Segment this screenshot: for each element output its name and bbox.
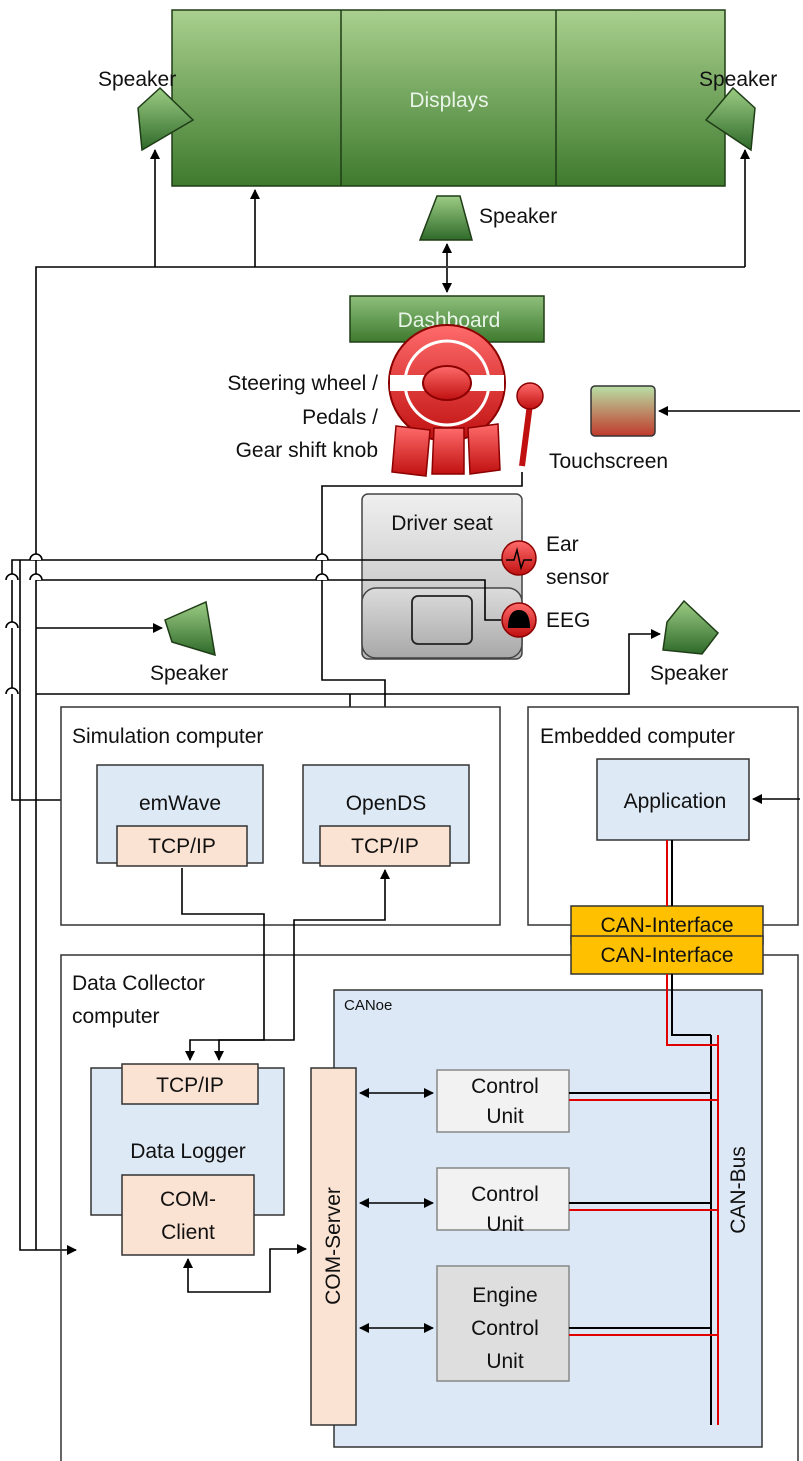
com-client-label-line1: COM- bbox=[160, 1188, 216, 1211]
engine-control-unit-label-line1: Engine bbox=[472, 1284, 537, 1307]
dashboard-label: Dashboard bbox=[398, 309, 501, 332]
ear-sensor-label-line1: Ear bbox=[546, 533, 579, 556]
emwave-label: emWave bbox=[139, 792, 221, 815]
can-bus-label: CAN-Bus bbox=[727, 1146, 750, 1234]
pedals-icon bbox=[391, 423, 501, 477]
collector-can-interface-label: CAN-Interface bbox=[600, 944, 733, 967]
speaker-middle-left-icon bbox=[164, 600, 216, 657]
controls-label-line3: Gear shift knob bbox=[236, 439, 378, 462]
com-client-box bbox=[121, 1174, 255, 1256]
touchscreen-icon bbox=[590, 385, 656, 437]
speaker-top-left-icon bbox=[137, 86, 195, 152]
control-unit-2-label-line2: Unit bbox=[486, 1213, 524, 1236]
displays-panel: Displays bbox=[171, 9, 726, 187]
canoe-label: CANoe bbox=[344, 997, 392, 1014]
data-collector-title-line2: computer bbox=[72, 1005, 160, 1028]
emwave-tcp-box bbox=[116, 825, 248, 867]
steering-wheel-icon bbox=[388, 324, 506, 442]
engine-control-unit-label-line3: Unit bbox=[486, 1350, 524, 1373]
engine-control-unit-box bbox=[436, 1265, 570, 1382]
speaker-top-left-label: Speaker bbox=[98, 68, 176, 91]
speaker-top-right-label: Speaker bbox=[699, 68, 777, 91]
touchscreen-label: Touchscreen bbox=[549, 450, 668, 473]
embedded-computer-title: Embedded computer bbox=[540, 725, 735, 748]
ear-sensor-icon bbox=[501, 540, 537, 576]
speaker-middle-right-icon bbox=[662, 599, 720, 655]
controls-label-line1: Steering wheel / bbox=[227, 372, 378, 395]
com-server-box bbox=[310, 1067, 357, 1426]
control-unit-2-box bbox=[436, 1167, 570, 1231]
speaker-top-right-icon bbox=[704, 86, 756, 152]
displays-label: Displays bbox=[409, 89, 488, 112]
speaker-middle-left-label: Speaker bbox=[150, 662, 228, 685]
data-collector-title-line1: Data Collector bbox=[72, 972, 205, 995]
speaker-center-label: Speaker bbox=[479, 205, 557, 228]
data-collector-box bbox=[60, 954, 799, 1461]
driver-seat-label: Driver seat bbox=[391, 512, 493, 535]
speaker-center-icon bbox=[418, 195, 473, 241]
opends-tcp-box bbox=[319, 825, 451, 867]
com-client-label-line2: Client bbox=[161, 1221, 215, 1244]
opends-label: OpenDS bbox=[346, 792, 427, 815]
application-box bbox=[596, 758, 750, 841]
data-logger-tcp-box bbox=[121, 1063, 259, 1105]
speaker-middle-right-label: Speaker bbox=[650, 662, 728, 685]
gear-shift-knob-icon bbox=[516, 382, 544, 467]
embedded-can-interface-label: CAN-Interface bbox=[600, 914, 733, 937]
application-label: Application bbox=[624, 790, 727, 813]
controls-label-line2: Pedals / bbox=[302, 406, 378, 429]
control-unit-1-label-line1: Control bbox=[471, 1075, 539, 1098]
engine-control-unit-label-line2: Control bbox=[471, 1317, 539, 1340]
eeg-icon bbox=[501, 602, 537, 638]
emwave-tcp-label: TCP/IP bbox=[148, 835, 216, 858]
com-server-label: COM-Server bbox=[322, 1187, 345, 1305]
simulation-computer-title: Simulation computer bbox=[72, 725, 263, 748]
data-logger-tcp-label: TCP/IP bbox=[156, 1074, 224, 1097]
eeg-label: EEG bbox=[546, 609, 590, 632]
driver-seat-icon bbox=[361, 493, 523, 660]
data-logger-label: Data Logger bbox=[130, 1140, 246, 1163]
opends-tcp-label: TCP/IP bbox=[351, 835, 419, 858]
ear-sensor-label-line2: sensor bbox=[546, 566, 609, 589]
control-unit-1-label-line2: Unit bbox=[486, 1105, 524, 1128]
control-unit-2-label-line1: Control bbox=[471, 1183, 539, 1206]
